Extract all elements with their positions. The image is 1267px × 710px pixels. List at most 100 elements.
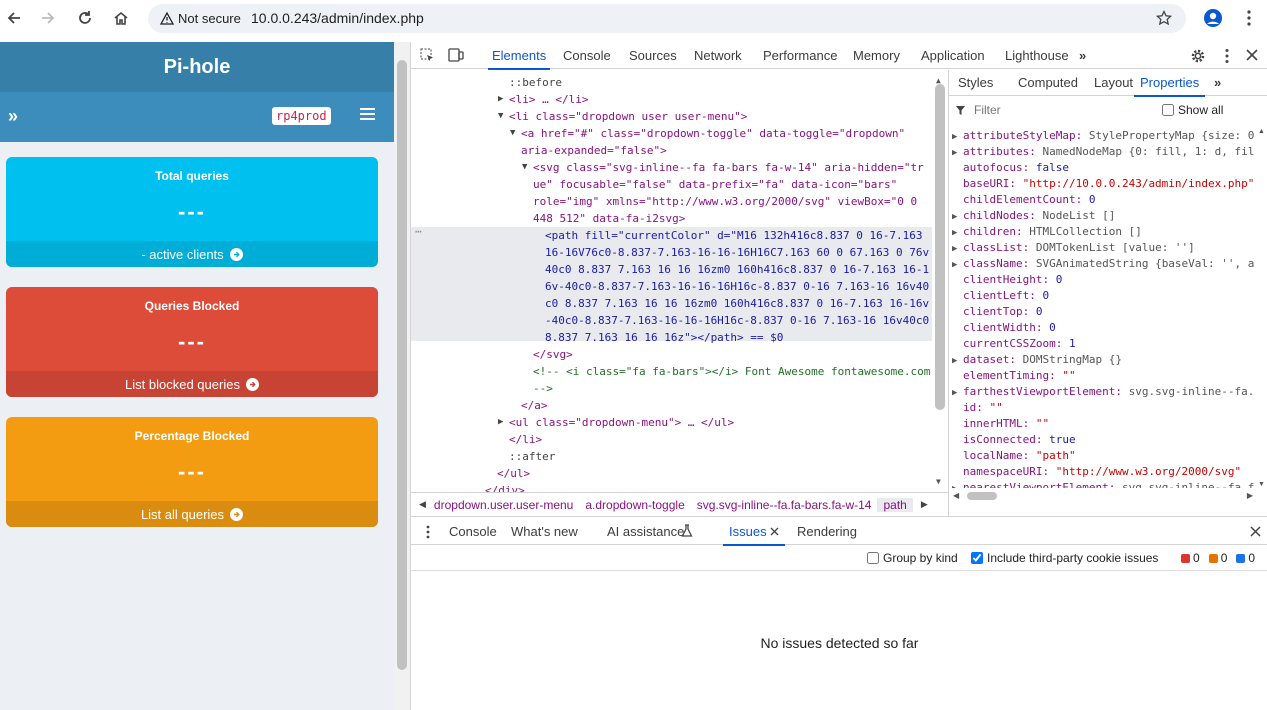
expand-triangle-right-icon[interactable]: ▶ <box>952 228 958 238</box>
expand-triangle-right-icon[interactable]: ▶ <box>952 212 958 222</box>
dom-node-line[interactable]: 40c0 8.837 7.163 16 16 16zm0 160h416c8.8… <box>545 263 930 276</box>
dom-node-line[interactable]: 6v-40c0-8.837-7.163-16-16-16H16c-8.837 0… <box>545 280 930 293</box>
tab-sources[interactable]: Sources <box>629 48 677 63</box>
tab-network[interactable]: Network <box>694 48 742 63</box>
forward-icon[interactable] <box>36 6 60 30</box>
dom-node-line[interactable]: </a> <box>521 399 548 412</box>
include-third-party-check[interactable] <box>971 552 983 564</box>
scroll-up-arrow-icon[interactable]: ▲ <box>1258 128 1265 135</box>
profile-avatar-icon[interactable] <box>1201 6 1225 30</box>
page-scrollbar-thumb[interactable] <box>397 60 407 670</box>
dom-node-line[interactable]: ::after <box>509 450 556 463</box>
expand-triangle-down-icon[interactable]: ▼ <box>498 111 504 121</box>
tab-styles[interactable]: Styles <box>958 75 994 90</box>
drawer-tab-console[interactable]: Console <box>449 524 497 539</box>
properties-list[interactable]: ▶ attributeStyleMap: StylePropertyMap {si… <box>949 128 1255 488</box>
dom-node-line[interactable]: </ul> <box>497 467 531 480</box>
back-icon[interactable] <box>2 6 26 30</box>
tab-computed[interactable]: Computed <box>1018 75 1078 90</box>
dom-node-line[interactable]: 448 512" data-fa-i2svg> <box>533 212 686 225</box>
scroll-left-arrow-icon[interactable]: ◀ <box>953 491 960 500</box>
reload-icon[interactable] <box>73 6 97 30</box>
dom-node-line[interactable]: </div> <box>485 484 525 492</box>
security-chip[interactable]: Not secure <box>156 8 247 29</box>
dom-node-line[interactable]: 16-16V76c0-8.837-7.163-16-16-16H16C7.163… <box>545 246 930 259</box>
property-row[interactable]: clientTop: 0 <box>963 304 1042 320</box>
dom-node-line[interactable]: <path fill="currentColor" d="M16 132h416… <box>545 229 923 242</box>
properties-vscrollbar[interactable]: ▲ ▼ <box>1256 128 1267 488</box>
scroll-up-arrow-icon[interactable]: ▲ <box>936 76 941 85</box>
drawer-tab-rendering[interactable]: Rendering <box>797 524 857 539</box>
url-text[interactable]: 10.0.0.243/admin/index.php <box>251 10 424 26</box>
tab-elements[interactable]: Elements <box>487 48 551 70</box>
address-bar[interactable]: Not secure 10.0.0.243/admin/index.php <box>148 4 1186 33</box>
property-row[interactable]: children: HTMLCollection [] <box>963 224 1142 240</box>
breadcrumb-right-arrow-icon[interactable]: ▶ <box>920 499 928 509</box>
devtools-menu-icon[interactable] <box>1225 48 1229 64</box>
tab-performance[interactable]: Performance <box>763 48 838 63</box>
list-all-queries-link[interactable]: List all queries <box>6 501 378 527</box>
property-row[interactable]: dataset: DOMStringMap {} <box>963 352 1122 368</box>
tab-memory[interactable]: Memory <box>853 48 900 63</box>
issue-counters[interactable]: 0 0 0 <box>1181 551 1255 565</box>
property-row[interactable]: childElementCount: 0 <box>963 192 1095 208</box>
dom-node-line[interactable]: ::before <box>509 76 562 89</box>
property-row[interactable]: childNodes: NodeList [] <box>963 208 1115 224</box>
group-by-kind-check[interactable] <box>867 552 879 564</box>
active-clients-link[interactable]: - active clients <box>6 241 378 267</box>
gear-icon[interactable] <box>1190 48 1206 64</box>
dom-node-line[interactable]: c0 8.837 7.163 16 16 16zm0 160h416c8.837… <box>545 297 930 310</box>
expand-triangle-down-icon[interactable]: ▼ <box>510 128 516 138</box>
property-row[interactable]: autofocus: false <box>963 160 1069 176</box>
close-drawer-icon[interactable] <box>1250 526 1261 537</box>
property-row[interactable]: id: "" <box>963 400 1003 416</box>
page-scrollbar[interactable] <box>394 42 410 710</box>
show-all-check[interactable] <box>1162 104 1174 116</box>
property-row[interactable]: clientLeft: 0 <box>963 288 1049 304</box>
user-menu-bars-icon[interactable] <box>360 107 375 121</box>
breadcrumb-item[interactable]: svg.svg-inline--fa.fa-bars.fa-w-14 <box>696 497 872 512</box>
tab-application[interactable]: Application <box>921 48 985 63</box>
property-row[interactable]: localName: "path" <box>963 448 1076 464</box>
more-tabs-chevron-icon[interactable]: » <box>1079 48 1087 63</box>
show-all-checkbox[interactable]: Show all <box>1154 103 1223 117</box>
include-third-party-checkbox[interactable]: Include third-party cookie issues <box>971 551 1158 565</box>
drawer-menu-icon[interactable] <box>426 525 430 539</box>
drawer-tab-ai-assistance[interactable]: AI assistance <box>607 524 685 539</box>
property-row[interactable]: classList: DOMTokenList [value: ''] <box>963 240 1195 256</box>
device-toolbar-icon[interactable] <box>448 48 464 62</box>
dom-node-line[interactable]: <svg class="svg-inline--fa fa-bars fa-w-… <box>533 161 924 174</box>
expand-triangle-right-icon[interactable]: ▶ <box>952 481 957 488</box>
expand-triangle-right-icon[interactable]: ▶ <box>952 388 958 398</box>
expand-triangle-right-icon[interactable]: ▶ <box>952 356 958 366</box>
breadcrumb-item-selected[interactable]: path <box>877 497 913 512</box>
property-row[interactable]: attributeStyleMap: StylePropertyMap {siz… <box>963 128 1254 144</box>
group-by-kind-checkbox[interactable]: Group by kind <box>867 551 958 565</box>
property-row[interactable]: clientHeight: 0 <box>963 272 1062 288</box>
property-row[interactable]: nearestViewportElement: svg.svg-inline--… <box>963 480 1254 488</box>
property-row[interactable]: currentCSSZoom: 1 <box>963 336 1076 352</box>
breadcrumb-item[interactable]: a.dropdown-toggle <box>585 497 685 512</box>
elements-dom-tree[interactable]: ⋯ ::before<li> … </li>▶<li class="dropdo… <box>411 70 948 492</box>
expand-triangle-right-icon[interactable]: ▶ <box>952 148 958 158</box>
expand-triangle-right-icon[interactable]: ▶ <box>952 132 958 142</box>
scroll-right-arrow-icon[interactable]: ▶ <box>1246 491 1253 500</box>
drawer-tab-issues[interactable]: Issues <box>723 524 784 546</box>
dom-node-line[interactable]: 8.837 7.163 16 16 16z"></path> == $0 <box>545 331 784 344</box>
dom-node-line[interactable]: <a href="#" class="dropdown-toggle" data… <box>521 127 906 140</box>
breadcrumb-item[interactable]: dropdown.user.user-menu <box>433 497 574 512</box>
properties-hscrollbar[interactable]: ◀ ▶ <box>949 488 1267 504</box>
expand-triangle-right-icon[interactable]: ▶ <box>498 94 504 104</box>
dom-node-line[interactable]: aria-expanded="false"> <box>521 144 667 157</box>
tab-console[interactable]: Console <box>563 48 611 63</box>
property-row[interactable]: namespaceURI: "http://www.w3.org/2000/sv… <box>963 464 1241 480</box>
tab-layout[interactable]: Layout <box>1094 75 1134 90</box>
scroll-down-arrow-icon[interactable]: ▼ <box>1258 481 1265 488</box>
sidebar-toggle-icon[interactable]: » <box>8 106 19 126</box>
property-row[interactable]: innerHTML: "" <box>963 416 1049 432</box>
scroll-down-arrow-icon[interactable]: ▼ <box>936 477 941 486</box>
elements-scrollbar-thumb[interactable] <box>935 84 945 410</box>
dom-node-line[interactable]: role="img" xmlns="http://www.w3.org/2000… <box>533 195 918 208</box>
expand-triangle-down-icon[interactable]: ▼ <box>522 162 528 172</box>
expand-triangle-right-icon[interactable]: ▶ <box>952 260 958 270</box>
